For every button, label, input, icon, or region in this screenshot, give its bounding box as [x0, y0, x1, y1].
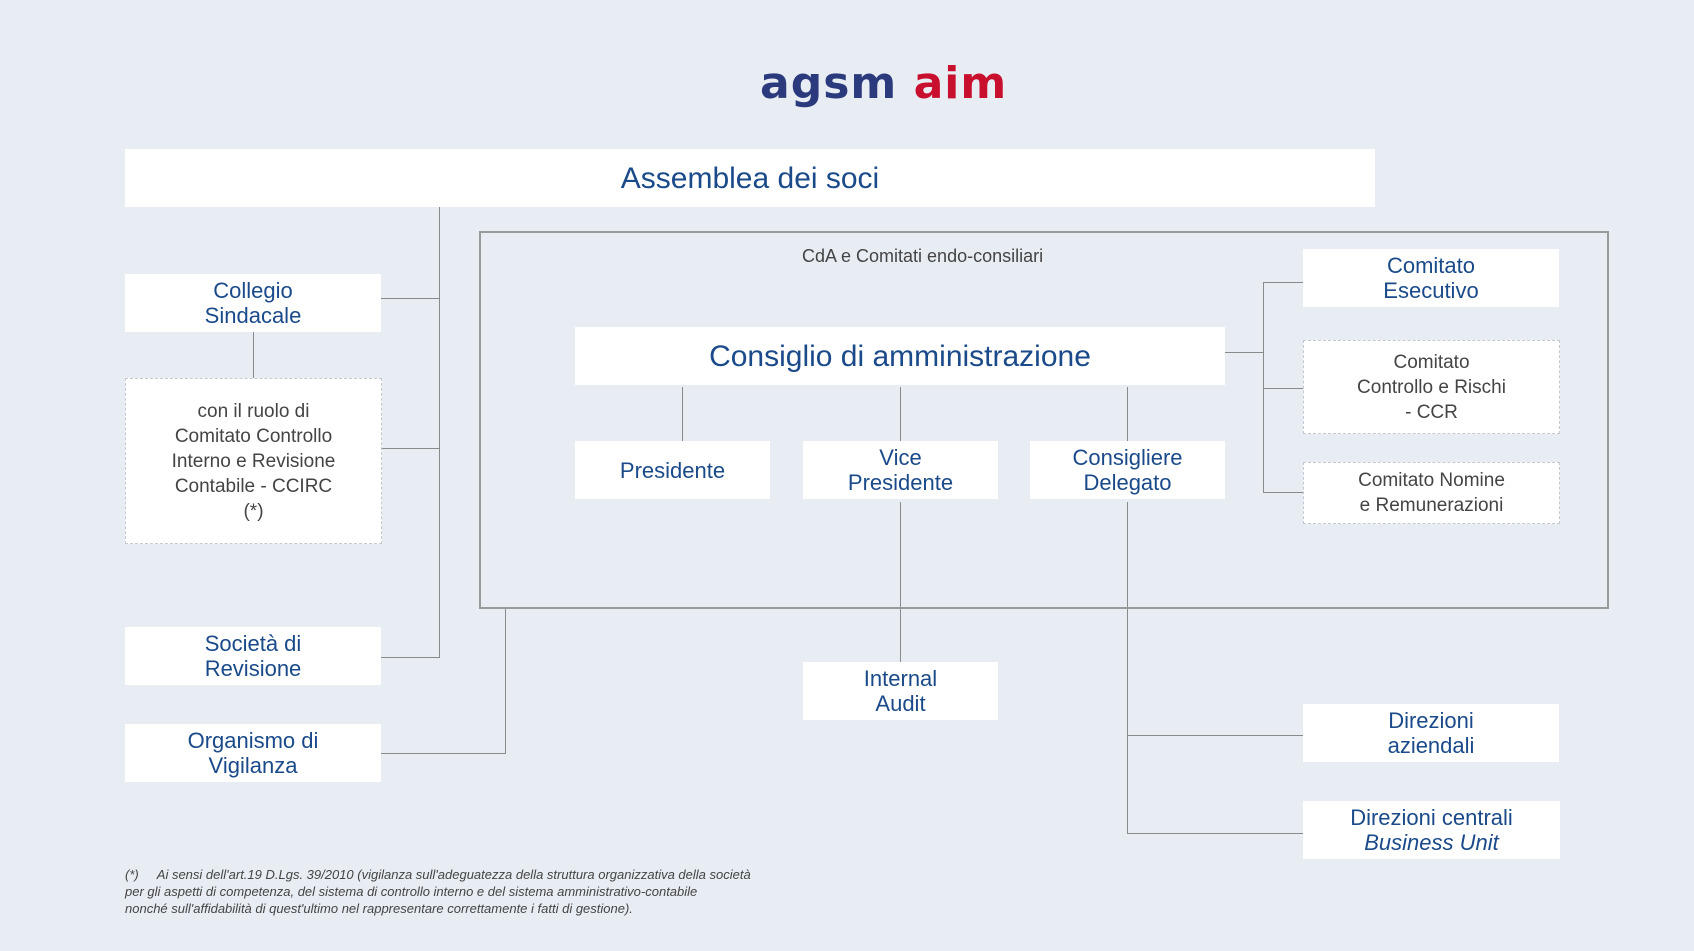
connector-vice-audit — [900, 502, 901, 662]
direzioni-aziendali-line1: Direzioni — [1388, 708, 1474, 733]
organismo-label-line2: Vigilanza — [208, 753, 298, 778]
connector-cda-vice — [900, 387, 901, 441]
connector-cda-consigliere — [1127, 387, 1128, 441]
esecutivo-label-line2: Esecutivo — [1383, 278, 1479, 303]
assemblea-dei-soci-box: Assemblea dei soci — [125, 149, 1375, 207]
connector-collegio-ccirc — [253, 332, 254, 378]
footnote-line3: nonché sull'affidabilità di quest'ultimo… — [125, 901, 633, 916]
connector-esecutivo — [1263, 282, 1303, 283]
audit-label-line1: Internal — [863, 666, 938, 691]
footnote-line2: per gli aspetti di competenza, del siste… — [125, 884, 698, 899]
consigliere-label-line2: Delegato — [1083, 470, 1172, 495]
ccirc-line2: Comitato Controllo — [174, 425, 333, 447]
connector-societa — [381, 657, 440, 658]
agsm-aim-logo: agsm aim — [760, 58, 1007, 109]
organismo-label-line1: Organismo di — [187, 728, 319, 753]
connector-frame-organismo-v — [505, 609, 506, 754]
direzioni-aziendali-line2: aziendali — [1387, 733, 1475, 758]
ccirc-line3: Interno e Revisione — [171, 450, 336, 472]
cda-comitati-frame — [479, 231, 1609, 609]
connector-cda-presidente — [682, 387, 683, 441]
ccirc-line4: Contabile - CCIRC — [174, 475, 333, 497]
consigliere-label-line1: Consigliere — [1072, 445, 1183, 470]
footnote-line1: Ai sensi dell'art.19 D.Lgs. 39/2010 (vig… — [156, 867, 751, 882]
ccr-line1: Comitato — [1393, 351, 1470, 373]
connector-cda-comitati — [1225, 352, 1264, 353]
ccirc-line5: (*) — [243, 500, 264, 522]
nomine-line1: Comitato Nomine — [1358, 470, 1505, 491]
presidente-box: Presidente — [575, 441, 770, 499]
connector-ccr — [1263, 388, 1303, 389]
societa-label-line2: Revisione — [204, 656, 302, 681]
comitato-ccr-box: Comitato Controllo e Rischi - CCR — [1303, 340, 1560, 434]
vice-label-line2: Presidente — [847, 470, 954, 495]
connector-direzioni-aziendali — [1127, 735, 1303, 736]
ccirc-line1: con il ruolo di — [197, 400, 310, 422]
cda-comitati-frame-label: CdA e Comitati endo-consiliari — [802, 246, 1044, 266]
esecutivo-label-line1: Comitato — [1386, 253, 1476, 278]
consiglio-di-amministrazione-box: Consiglio di amministrazione — [575, 327, 1225, 385]
collegio-label-line2: Sindacale — [204, 303, 302, 328]
connector-nomine — [1263, 492, 1303, 493]
footnote-marker: (*) — [125, 867, 139, 882]
vice-label-line1: Vice — [879, 445, 922, 470]
ccirc-box: con il ruolo di Comitato Controllo Inter… — [125, 378, 382, 544]
direzioni-centrali-line1: Direzioni centrali — [1350, 805, 1513, 830]
footnote: (*) Ai sensi dell'art.19 D.Lgs. 39/2010 … — [125, 866, 885, 917]
collegio-label-line1: Collegio — [213, 278, 293, 303]
connector-frame-organismo-h — [381, 753, 506, 754]
ccr-line3: - CCR — [1405, 401, 1458, 423]
societa-label-line1: Società di — [204, 631, 302, 656]
logo-part-aim: aim — [913, 58, 1008, 109]
connector-collegio — [381, 298, 439, 299]
connector-comitati-trunk — [1263, 282, 1264, 493]
ccr-line2: Controllo e Rischi — [1357, 376, 1506, 398]
assemblea-dei-soci-label: Assemblea dei soci — [620, 161, 880, 195]
direzioni-centrali-line2: Business Unit — [1364, 830, 1499, 855]
nomine-line2: e Remunerazioni — [1359, 495, 1504, 516]
presidente-label: Presidente — [619, 457, 726, 483]
connector-consigliere-direzioni — [1127, 502, 1128, 833]
connector-assemblea-trunk — [439, 207, 440, 658]
comitato-nomine-box: Comitato Nomine e Remunerazioni — [1303, 462, 1560, 524]
connector-direzioni-centrali — [1127, 833, 1303, 834]
connector-ccirc — [382, 448, 439, 449]
audit-label-line2: Audit — [875, 691, 926, 716]
consiglio-label: Consiglio di amministrazione — [709, 339, 1091, 373]
logo-part-agsm: agsm — [760, 58, 898, 109]
